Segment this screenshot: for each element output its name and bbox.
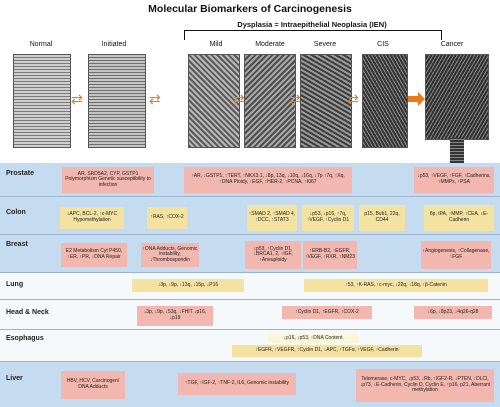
biomarker-box: E2 Metabolism Cyt P450, ↑ER, ↑PR, ↓DNA R… <box>61 243 127 267</box>
row-divider <box>0 361 500 362</box>
stage-label-normal: Normal <box>29 41 53 48</box>
biomarker-box: ↑Cyclin D1, ↑EGFR, ↑COX-2 <box>282 306 372 319</box>
dysplasia-label: Dysplasia = Intraepithelial Neoplasia (I… <box>237 20 387 29</box>
biomarker-box: ↑RAS, ↑COX-2 <box>147 207 187 229</box>
dysplasia-bracket <box>184 30 442 40</box>
progression-arrow-icon: ⇄ <box>289 91 301 107</box>
stage-label-cis: CIS <box>377 41 389 48</box>
biomarker-box: 8p, tPA, ↑MMP, ↑CEA, ↓E-Cadherin <box>424 205 494 231</box>
biomarker-box: HBV, HCV, Carcinogen/ DNA Adducts <box>61 371 125 399</box>
biomarker-box: ↑ERB-B2, ↑EGFR, ↑VEGF, ↑RXR, ↑NM23 <box>303 241 357 269</box>
row-divider <box>0 272 500 273</box>
tissue-image-severe <box>300 54 352 148</box>
biomarker-box: ↑EGFR, ↑VEGFR, ↑Cyclin D1, ↓APC, ↑TGFα, … <box>232 345 422 357</box>
biomarker-box: ↓p53, ↑VEGF, ↑FGF, ↑Cadherins, ↑MMPs, ↑P… <box>414 167 494 193</box>
tissue-image-mild <box>188 54 240 148</box>
row-label-prostate: Prostate <box>6 170 35 177</box>
row-divider <box>0 234 500 235</box>
row-divider <box>0 196 500 197</box>
biomarker-box: ↓p16, ↓p53, ↑DNA Content <box>268 334 358 343</box>
biomarker-box: ↑AR, ↓GSTP1, ↑TERT, ↑NKX3.1, ↓8p, 13q, ↓… <box>184 167 352 193</box>
biomarker-box: ↑Angiogenesis, ↑Collagenase, ↑FGF <box>421 241 491 269</box>
biomarker-box: ↑53, ↑K-RAS, ↑c-myc, ↓22q, ↓18q, ↑β-Cate… <box>304 279 488 292</box>
row-label-colon: Colon <box>6 209 26 216</box>
progression-arrow-icon <box>408 96 420 102</box>
tissue-image-cis <box>362 54 408 148</box>
biomarker-box: ↓6p, ↓8p23, ↓4q26-q28 <box>414 306 492 319</box>
row-divider <box>0 329 500 330</box>
progression-arrow-icon: ⇄ <box>71 91 83 107</box>
row-label-head-neck: Head & Neck <box>6 309 49 316</box>
biomarker-box: ↓p53, ↑Cyclin D1, ↓BRCA1, 2, ↑IGF, ↑Aneu… <box>245 241 301 269</box>
biomarker-box: ↓p53, ↓p16, ↑7q, ↑VEGF, ↑Cyclin D1 <box>302 205 354 231</box>
progression-arrow-icon: ⇄ <box>233 91 245 107</box>
biomarker-box: ↑DNA Adducts, Genomic instability, ↓Thro… <box>141 243 199 267</box>
biomarker-box: p15, Bub1, 22q, CD44 <box>359 205 405 231</box>
biomarker-box: Telomerase, c-MYC, ↓p53, ↓Rb, ↑IGF2-R, ↓… <box>356 369 494 402</box>
figure-title: Molecular Biomarkers of Carcinogenesis <box>148 3 352 15</box>
progression-arrow-icon <box>418 92 425 106</box>
row-label-esophagus: Esophagus <box>6 335 44 342</box>
row-label-lung: Lung <box>6 281 24 288</box>
tissue-image-cancer <box>425 54 489 140</box>
stage-label-severe: Severe <box>313 41 337 48</box>
tissue-image-initiated <box>88 54 146 148</box>
stage-label-mild: Mild <box>209 41 223 48</box>
biomarker-box: ↑SMAD 2, ↑SMAD 4, ↑DCC, ↑STAT3 <box>247 205 297 231</box>
progression-arrow-icon: ⇄ <box>347 91 359 107</box>
biomarker-box: ↓3p, ↓9p, ↓13q, ↓15p, ↓P16 <box>132 279 244 292</box>
biomarker-box: AR, SRD5A2, CYP, GSTP1 Polymorphism Gene… <box>62 167 154 193</box>
tissue-image-moderate <box>244 54 296 148</box>
stage-label-moderate: Moderate <box>255 41 285 48</box>
progression-arrow-icon: ⇄ <box>149 91 161 107</box>
biomarker-box: ↓APC, BCL-2, ↑c-MYC Hypomethylation <box>60 207 124 229</box>
row-label-liver: Liver <box>6 375 23 382</box>
tissue-image-normal <box>13 54 71 148</box>
stage-label-initiated: Initiated <box>101 41 127 48</box>
biomarker-box: ↓3p, ↓9p, ↓53q, ↓FHIT ↓p16, ↓p19 <box>137 306 213 326</box>
biomarker-box: ↑TGF, ↑IGF-2, ↑TNF-2, IL6, Genomic insta… <box>178 373 296 395</box>
stage-label-cancer: Cancer <box>440 41 464 48</box>
row-label-breast: Breast <box>6 241 28 248</box>
tissue-image-cancer-invasion <box>450 138 464 166</box>
row-divider <box>0 299 500 300</box>
